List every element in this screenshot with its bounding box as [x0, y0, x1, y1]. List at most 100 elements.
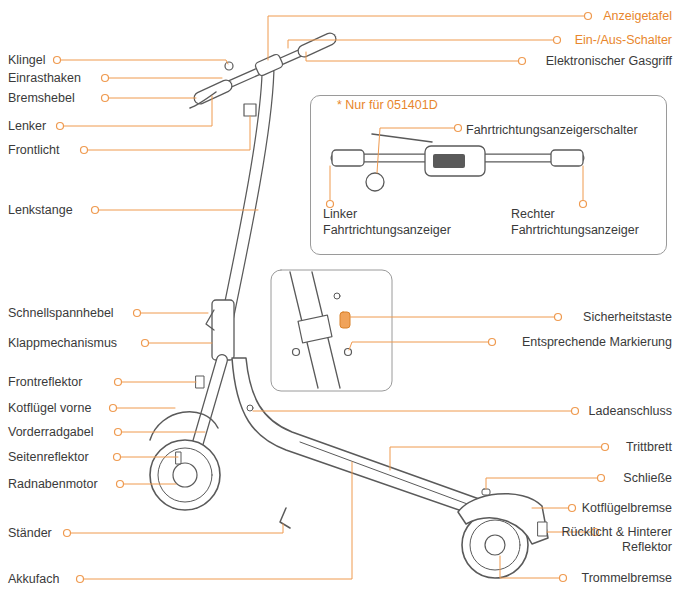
leader-line: [253, 411, 575, 412]
part-label: Vorderradgabel: [8, 425, 93, 440]
part-label: Lenker: [8, 119, 46, 134]
part-label: Sicherheitstaste: [583, 310, 672, 325]
note-text: * Nur für 051401D: [337, 97, 438, 113]
part-label: Ladeanschluss: [589, 404, 672, 419]
part-label: Lenkstange: [8, 203, 73, 218]
part-label: Klappmechanismus: [8, 336, 117, 351]
leader-dot: [455, 125, 462, 132]
part-label: Frontlicht: [8, 143, 59, 158]
leader-line: [390, 447, 605, 470]
indicator-switch: [366, 173, 384, 191]
leader-line: [137, 313, 208, 314]
leader-dot: [64, 530, 71, 537]
front-wheel: [150, 440, 220, 510]
part-label: Fahrtrichtungsanzeigerschalter: [466, 122, 638, 138]
leader-line: [120, 484, 176, 485]
alignment-mark: [345, 349, 352, 356]
part-label: Entsprechende Markierung: [522, 335, 672, 350]
leader-dot: [81, 147, 88, 154]
inset-pivot: [293, 349, 300, 356]
bell: [225, 62, 233, 70]
part-label: Ständer: [8, 526, 52, 541]
leader-dot: [602, 444, 609, 451]
leader-dot: [555, 314, 562, 321]
inset-stem: [290, 272, 340, 388]
part-label: Anzeigetafel: [603, 9, 672, 24]
part-label: Schließe: [623, 471, 672, 486]
leader-line: [500, 556, 563, 578]
leader-line: [306, 52, 522, 61]
part-label: Bremshebel: [8, 91, 75, 106]
inset-screen: [433, 154, 465, 168]
tail-light: [538, 522, 547, 536]
leader-line: [117, 457, 178, 458]
front-rim: [158, 448, 212, 502]
stem-outline: [224, 72, 268, 335]
deck-edge: [300, 442, 470, 505]
leader-dot: [54, 57, 61, 64]
rear-rim: [470, 520, 520, 570]
leader-line: [330, 166, 331, 204]
leader-dot: [102, 75, 109, 82]
left-grip: [200, 86, 226, 98]
rear-fender: [458, 494, 548, 544]
display-unit: [254, 53, 283, 76]
leader-line: [105, 98, 196, 99]
leader-line: [350, 317, 558, 318]
part-label: Rechter Fahrtrichtungsanzeiger: [511, 206, 666, 238]
part-label: Schnellspannhebel: [8, 306, 114, 321]
leader-dot: [142, 340, 149, 347]
inset-right-grip: [551, 150, 583, 166]
latch: [482, 489, 490, 495]
part-label: Akkufach: [8, 572, 59, 587]
inset-clamp: [298, 315, 332, 343]
leader-dot: [92, 207, 99, 214]
leader-line: [349, 342, 492, 350]
part-label: Radnabenmotor: [8, 477, 98, 492]
leader-line: [105, 78, 222, 79]
leader-line: [80, 462, 352, 579]
front-reflector: [196, 376, 204, 388]
leader-dot: [580, 201, 587, 208]
part-label: Seitenreflektor: [8, 450, 89, 465]
inset-box: * Nur für 051401D Fahrtrichtungsanzeigers…: [310, 95, 667, 255]
right-grip: [304, 39, 330, 51]
front-light: [244, 104, 256, 116]
part-label: Linker Fahrtrichtungsanzeiger: [323, 206, 478, 238]
inset-display: [425, 146, 485, 176]
leader-line: [377, 128, 458, 173]
drum-brake: [485, 535, 505, 555]
leader-dot: [519, 58, 526, 65]
leader-line: [95, 210, 258, 211]
inset-brake-lever: [372, 134, 432, 142]
leader-line: [145, 343, 212, 344]
leader-dot: [134, 310, 141, 317]
leader-line: [288, 40, 557, 48]
detail-inset: [271, 270, 392, 391]
inset-left-grip: [332, 150, 364, 166]
front-fender: [150, 412, 218, 440]
leader-dot: [110, 405, 117, 412]
safety-button: [340, 312, 350, 328]
leader-line: [532, 508, 572, 509]
leader-dot: [117, 481, 124, 488]
leader-line: [118, 432, 205, 433]
left-grip-fill: [200, 86, 226, 98]
leader-line: [486, 478, 601, 489]
leader-dot: [115, 429, 122, 436]
right-grip-fill: [304, 39, 330, 51]
part-label: Kotflügel vorne: [8, 401, 91, 416]
leader-line: [67, 524, 283, 533]
leader-dot: [585, 13, 592, 20]
leader-dot: [598, 475, 605, 482]
kickstand: [280, 508, 290, 528]
leader-lines: [57, 16, 605, 579]
leader-dot: [115, 379, 122, 386]
part-label: Trommelbremse: [581, 571, 672, 586]
fold-mechanism: [212, 300, 234, 360]
leader-dot: [569, 505, 576, 512]
leader-dot: [57, 123, 64, 130]
part-label: Kotflügelbremse: [582, 501, 672, 516]
